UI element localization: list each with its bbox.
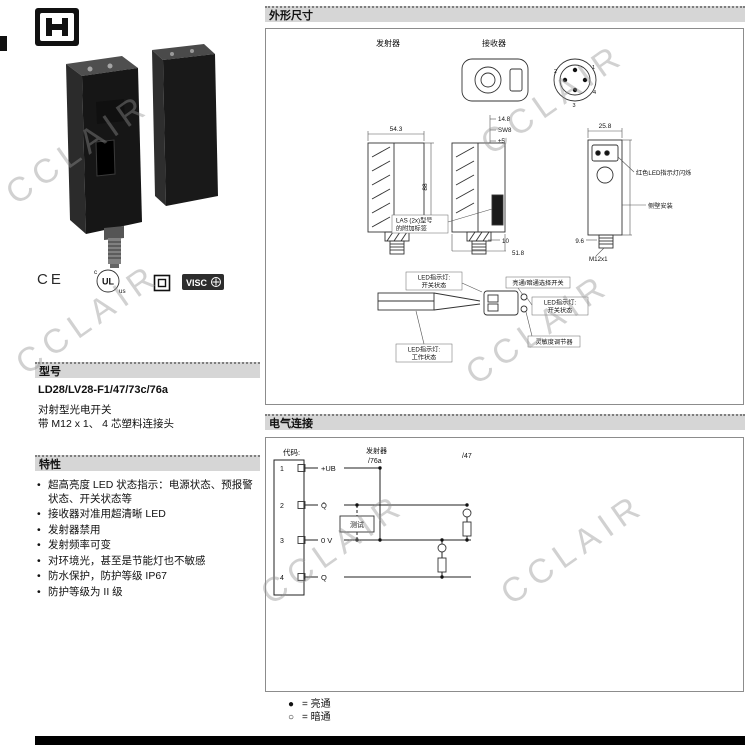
dim-pm5: ±5 <box>498 138 505 145</box>
feature-item: 对环境光，甚至是节能灯也不敏感 <box>37 555 258 569</box>
visco-text: VISC <box>186 278 208 288</box>
pin4-number: 4 <box>280 575 284 582</box>
legend-row-light-on: ● = 亮通 <box>288 698 331 711</box>
feature-item: 防水保护，防护等级 IP67 <box>37 570 258 584</box>
junction-dots <box>355 466 469 579</box>
model-description-line2: 带 M12 x 1、 4 芯塑料连接头 <box>38 418 174 430</box>
emitter-variant-label: /76a <box>368 458 382 465</box>
receiver-side-view <box>451 142 506 255</box>
ul-mark: UL c us <box>92 266 126 301</box>
test-label: 测试 <box>350 520 364 529</box>
features-list: 超高亮度 LED 状态指示：电源状态、预报警状态、开关状态等 接收器对准用超清晰… <box>37 479 258 601</box>
annotation-las-line1: LAS (2x)型号 <box>396 217 432 225</box>
pin1-label: +UB <box>321 464 336 473</box>
connector-face-view: 1 2 3 4 <box>553 58 597 109</box>
annotation-sensitivity: 灵敏度调节器 <box>535 338 573 346</box>
connector-pin3-number: 3 <box>572 103 575 109</box>
dim-10: 10 <box>502 238 509 245</box>
receiver-label: 接收器 <box>482 38 506 48</box>
ul-c-text: c <box>94 269 97 276</box>
receiver-variant-label: /47 <box>462 453 472 460</box>
product-photo <box>52 24 237 274</box>
brand-logo-icon <box>35 8 79 46</box>
double-insulation-icon <box>153 274 171 297</box>
front-view <box>587 139 623 249</box>
ce-mark: CE <box>37 271 64 288</box>
page-edge-mark <box>0 36 7 51</box>
ul-us-text: us <box>119 288 126 295</box>
light-on-text: = 亮通 <box>302 699 331 710</box>
dim-51-8: 51.8 <box>512 250 525 257</box>
dim-25-8: 25.8 <box>599 123 612 130</box>
feature-item: 接收器对准用超清晰 LED <box>37 508 258 522</box>
pin1-number: 1 <box>280 466 284 473</box>
dimensions-drawing-box: 发射器 接收器 1 2 3 4 <box>265 28 744 405</box>
annotation-led-operating-line1: LED指示灯: <box>408 346 441 354</box>
dim-88: 88 <box>422 183 429 191</box>
visco-badge: VISC <box>182 274 224 295</box>
emitter-side-view <box>367 142 425 255</box>
brand-logo <box>35 8 79 51</box>
pin4-label: Q <box>321 573 327 582</box>
dark-on-symbol: ○ <box>288 712 295 723</box>
dim-9-6: 9.6 <box>575 238 584 245</box>
electrical-diagram-box: 代码: 发射器 /76a /47 1 2 3 4 +UB Q̄ 0 V <box>265 437 744 692</box>
dimensions-drawing: 发射器 接收器 1 2 3 4 <box>367 38 691 363</box>
annotation-las-line2: 的附加标签 <box>396 225 427 233</box>
annotation-las-label: LAS (2x)型号 的附加标签 <box>391 208 493 234</box>
product-photo-image <box>66 44 218 268</box>
output-branch-qbar <box>462 508 472 540</box>
annotation-led-switch-line1: LED指示灯: <box>418 274 451 282</box>
model-description-line1: 对射型光电开关 <box>38 404 112 416</box>
footer-bar <box>35 736 745 745</box>
connector-pin2-number: 2 <box>554 69 557 75</box>
annotation-led-switch-right-line2: 开关状态 <box>548 307 573 315</box>
ul-text: UL <box>102 277 114 287</box>
annotation-led-switch-right-line1: LED指示灯: <box>544 299 577 307</box>
receiver-top-view <box>461 58 529 102</box>
wires <box>305 467 471 578</box>
emitter-column-label: 发射器 <box>366 446 387 455</box>
test-input: 测试 <box>339 515 375 533</box>
feature-item: 发射器禁用 <box>37 524 258 538</box>
dim-54-3: 54.3 <box>390 126 403 133</box>
connector-pin1-number: 1 <box>592 65 595 71</box>
feature-item: 超高亮度 LED 状态指示：电源状态、预报警状态、开关状态等 <box>37 479 258 506</box>
dark-on-text: = 暗通 <box>302 712 331 723</box>
ul-mark-icon: UL c us <box>94 269 126 295</box>
dim-sw8: SW8 <box>498 127 512 134</box>
pin3-number: 3 <box>280 538 284 545</box>
annotation-red-led: 红色LED指示灯闪烁 <box>636 169 691 177</box>
dim-m12x1: M12x1 <box>589 256 608 263</box>
annotation-led-operating-line2: 工作状态 <box>412 354 437 362</box>
emitter-label: 发射器 <box>376 38 400 48</box>
pin2-label: Q̄ <box>321 501 327 510</box>
annotation-lighton-darkon-select: 亮通/暗通选择开关 <box>512 279 563 287</box>
legend-row-dark-on: ○ = 暗通 <box>288 711 331 724</box>
features-section-header: 特性 <box>35 455 260 471</box>
model-section-header: 型号 <box>35 362 260 378</box>
feature-item: 发射频率可变 <box>37 539 258 553</box>
feature-item: 防护等级为 II 级 <box>37 586 258 600</box>
pin3-label: 0 V <box>321 536 332 545</box>
connector-pin4-number: 4 <box>593 90 596 96</box>
electrical-section-header: 电气连接 <box>265 414 745 430</box>
annotation-led-switch-line2: 开关状态 <box>422 282 447 290</box>
adjusters-diagram: LED指示灯: 开关状态 亮通/暗通选择开关 LED指示灯: 开关状态 灵敏度调… <box>377 271 589 363</box>
code-label: 代码: <box>283 447 300 457</box>
model-name: LD28/LV28-F1/47/73c/76a <box>38 384 169 396</box>
light-on-symbol: ● <box>288 699 295 710</box>
output-branch-q <box>437 540 447 577</box>
pin2-number: 2 <box>280 503 284 510</box>
switching-legend: ● = 亮通 ○ = 暗通 <box>288 698 331 724</box>
dim-14-8: 14.8 <box>498 116 511 123</box>
dimensions-section-header: 外形尺寸 <box>265 6 745 22</box>
electrical-diagram: 代码: 发射器 /76a /47 1 2 3 4 +UB Q̄ 0 V <box>273 446 472 596</box>
annotation-side-mount: 侧壁安装 <box>648 202 673 210</box>
terminal-block: 1 2 3 4 <box>273 459 306 596</box>
